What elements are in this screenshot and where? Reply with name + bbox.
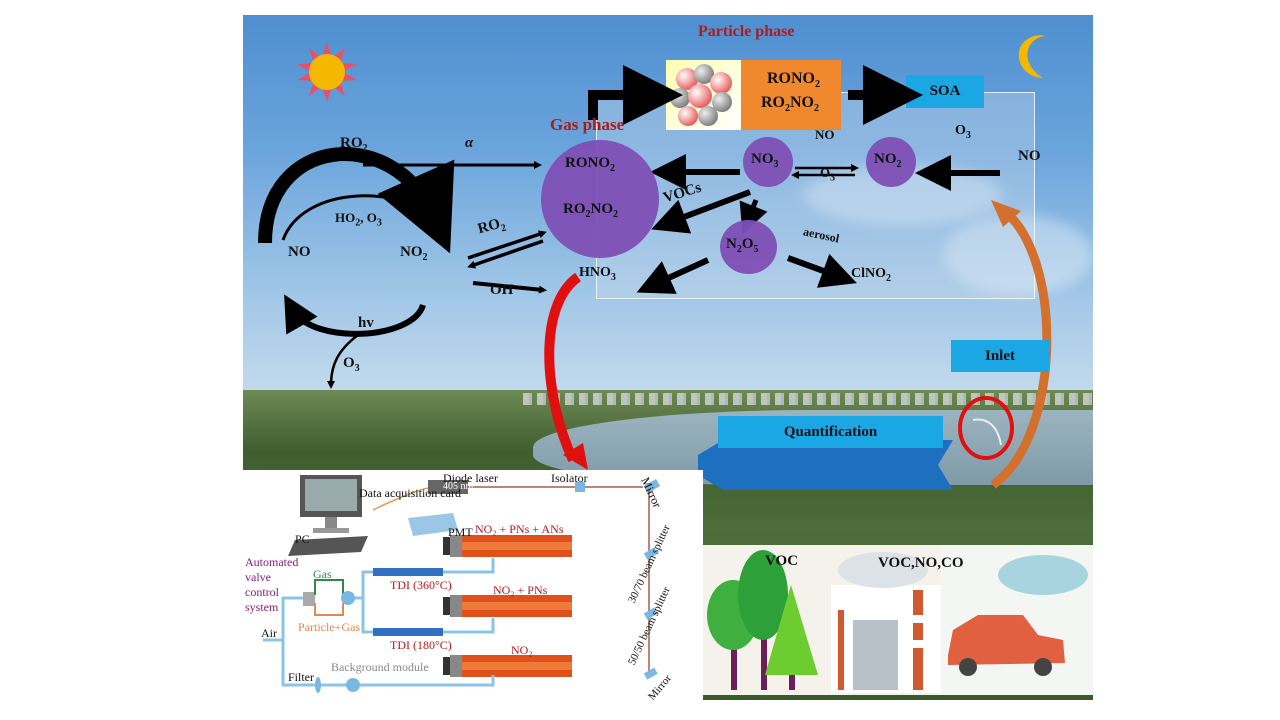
mirror-icon <box>643 479 661 493</box>
wavelength-label: 405 nm <box>443 481 474 492</box>
ho2-o3-label: HO2, O3 <box>335 210 382 229</box>
car-icon <box>941 545 1093 695</box>
particle-species-box: RONO2 RO2NO2 <box>741 60 841 130</box>
particle-ro2no2: RO2NO2 <box>761 94 819 115</box>
n2o5-circle <box>720 220 777 274</box>
valve-system-label: Automated valve control system <box>245 555 299 614</box>
no2-label: NO2 <box>400 244 428 263</box>
night-no2-label: NO2 <box>874 151 902 170</box>
emission-sources-panel: VOC VOC,NO,CO <box>703 545 1093 695</box>
gas-label: Gas <box>313 567 332 581</box>
tdi-360-label: TDI (360°C) <box>390 578 452 592</box>
isolator-label: Isolator <box>551 471 588 485</box>
quantification-box: Quantification <box>718 416 943 448</box>
channel-2-label: NO₂ + PNs <box>493 583 548 597</box>
pc-label: PC <box>295 532 310 546</box>
o3-oxidant-label: O3 <box>955 123 971 141</box>
inlet-marker <box>958 396 1014 460</box>
no-source-label: NO <box>1018 148 1041 164</box>
o3-reactant-label: O3 <box>820 165 836 184</box>
hv-arrow <box>327 334 359 389</box>
background-pump-icon <box>346 678 360 692</box>
photolysis-arc-arrow <box>284 294 426 337</box>
filter-label: Filter <box>288 670 314 684</box>
red-curved-arrow <box>544 272 582 463</box>
organic-nitrates-circle <box>541 140 659 258</box>
hv-label: hv <box>358 315 374 331</box>
no3-to-n2o5-arrow <box>739 199 768 234</box>
sources-drawing <box>707 545 1093 695</box>
particle-rono2: RONO2 <box>767 70 820 91</box>
gas-phase-title: Gas phase <box>550 115 625 134</box>
keyboard-icon <box>288 536 368 556</box>
cell-2 <box>443 595 572 617</box>
trees-icon <box>707 550 818 690</box>
alpha-label: α <box>465 135 474 151</box>
vocs-arrow <box>651 189 752 234</box>
daq-card-label: Data acquisition card <box>359 486 461 500</box>
tdi-180-label: TDI (180°C) <box>390 638 452 652</box>
channel-1-label: NO₂ + PNs + ANs <box>475 522 564 536</box>
background-module-label: Background module <box>331 660 429 674</box>
ho2-arc-arrow <box>281 194 435 241</box>
diagram-canvas: Particle phase RONO2 RO2NO2 SOA <box>243 15 1093 700</box>
ro2-reverse-arrow <box>467 239 544 269</box>
ro2-arc-arrow <box>258 147 455 254</box>
anthropogenic-label: VOC,NO,CO <box>878 555 964 571</box>
diode-laser-label: Diode laser <box>443 471 498 485</box>
particle-phase-title: Particle phase <box>698 23 795 40</box>
particle-gas-label: Particle+Gas <box>298 620 361 634</box>
pump-icon <box>341 591 355 605</box>
laser-icon <box>428 480 468 494</box>
isolator-icon <box>575 482 585 492</box>
air-label: Air <box>261 626 277 640</box>
hno3-label: HNO3 <box>579 265 616 283</box>
cell-3 <box>443 655 572 677</box>
gas-rono2: RONO2 <box>565 155 615 174</box>
instrument-drawing <box>263 475 661 693</box>
tdi-180-tube <box>373 628 443 636</box>
quantification-arrow <box>698 440 953 490</box>
daq-card-icon <box>408 513 458 536</box>
no3-label: NO3 <box>751 151 779 170</box>
n2o5-to-clno2-arrow <box>786 253 857 288</box>
clno2-label: ClNO2 <box>851 266 891 284</box>
gas-ro2no2: RO2NO2 <box>563 201 618 220</box>
city-skyline <box>523 393 1093 405</box>
valve-icon <box>303 592 315 606</box>
instrument-schematic: PC Data acquisition card Diode laser 405… <box>243 470 703 700</box>
reaction-arrows <box>258 65 1052 490</box>
filter-icon <box>315 677 321 693</box>
no-reactant-label: NO <box>815 127 835 142</box>
n2o5-to-hno3-arrow <box>636 257 710 294</box>
o3-label: O3 <box>343 355 360 374</box>
n2o5-label: N2O5 <box>726 236 759 255</box>
sun-icon <box>297 42 357 102</box>
oh-arrow <box>472 281 547 294</box>
factory-icon <box>831 552 941 693</box>
ro2-forward-arrow <box>467 230 547 260</box>
ro2-label: RO2 <box>340 135 368 154</box>
moon-icon <box>1018 35 1045 78</box>
pmt-label: PMT <box>448 525 473 539</box>
inlet-box: Inlet <box>951 340 1049 372</box>
tdi-360-tube <box>373 568 443 576</box>
no3-circle <box>743 137 793 187</box>
no-label: NO <box>288 244 311 260</box>
oh-label: OH <box>490 282 514 298</box>
no2-circle <box>866 137 916 187</box>
channel-3-label: NO₂ <box>511 643 533 657</box>
gas-to-particle-arrow <box>588 65 683 125</box>
biogenic-voc-label: VOC <box>765 553 799 569</box>
cell-1 <box>443 535 572 557</box>
